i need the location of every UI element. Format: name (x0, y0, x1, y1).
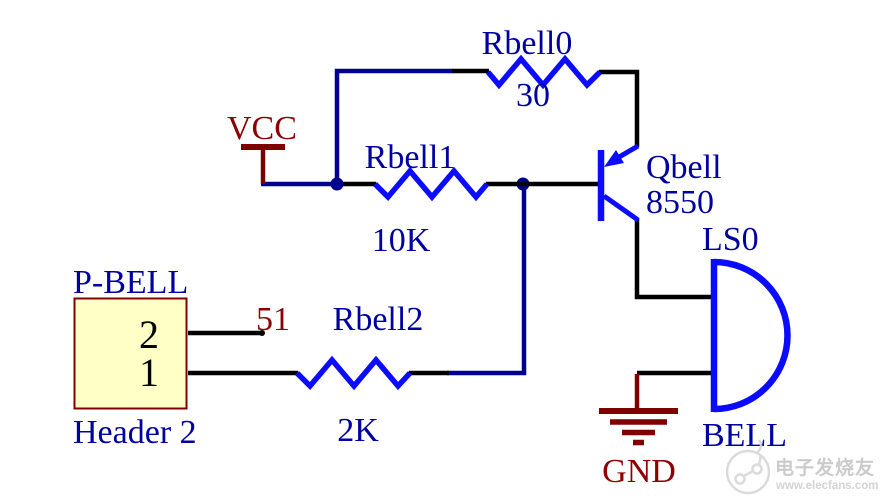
watermark-logo-tail (756, 439, 763, 454)
resistor-designator: Rbell2 (333, 301, 424, 338)
wire-rbell2-to-base-junction (447, 188, 527, 376)
resistor-rbell0: Rbell0 30 (482, 25, 602, 114)
gnd-label: GND (602, 453, 676, 490)
header-type: Header 2 (73, 414, 197, 451)
junction-dot-vcc (330, 177, 344, 191)
header-pin2-number: 2 (139, 312, 159, 357)
lead-rbell0-to-emitter (599, 69, 640, 147)
watermark-trace-2 (757, 454, 763, 466)
transistor-part-number: 8550 (646, 184, 714, 221)
transistor-collector-line (602, 193, 640, 223)
header-body (73, 297, 188, 410)
header-pbell: P-BELL Header 2 2 1 51 (73, 264, 290, 451)
pin2-wire-end-dot (259, 330, 265, 336)
speaker-label: BELL (702, 417, 787, 454)
watermark-node-2 (751, 463, 763, 475)
lead-collector-to-speaker (634, 218, 711, 300)
resistor-value: 30 (516, 77, 550, 114)
leads (188, 68, 711, 376)
transistor-qbell: Qbell 8550 (597, 143, 722, 223)
watermark-url-text: www.elecfans.com (775, 480, 878, 492)
resistor-value: 10K (372, 222, 431, 259)
watermark-brand-text: 电子发烧友 (775, 456, 875, 479)
speaker-ls0: LS0 BELL (702, 221, 791, 454)
watermark: 电子发烧友 www.elecfans.com (725, 439, 878, 495)
header-pin1-number: 1 (139, 350, 159, 395)
resistor-zigzag (295, 355, 413, 391)
resistor-designator: Rbell1 (365, 139, 456, 176)
transistor-emitter-arrow-icon (604, 150, 624, 167)
net-label-51: 51 (256, 301, 290, 338)
gnd-symbol: GND (599, 374, 678, 490)
watermark-logo-icon (725, 449, 771, 495)
header-designator: P-BELL (73, 264, 188, 301)
resistor-value: 2K (337, 412, 379, 449)
watermark-trace (743, 469, 754, 478)
resistor-zigzag (485, 54, 602, 90)
resistor-designator: Rbell0 (482, 25, 573, 62)
wire-junction-up-to-rbell0 (334, 68, 453, 188)
resistor-zigzag (373, 166, 490, 202)
speaker-dome (713, 258, 791, 413)
speaker-designator: LS0 (702, 221, 759, 258)
vcc-symbol: VCC (227, 110, 297, 184)
transistor-designator: Qbell (646, 149, 722, 186)
watermark-node-1 (734, 473, 746, 485)
resistor-rbell2: Rbell2 2K (295, 301, 424, 449)
resistor-rbell1: Rbell1 10K (365, 139, 490, 259)
wires (261, 68, 530, 376)
vcc-label: VCC (227, 110, 297, 147)
